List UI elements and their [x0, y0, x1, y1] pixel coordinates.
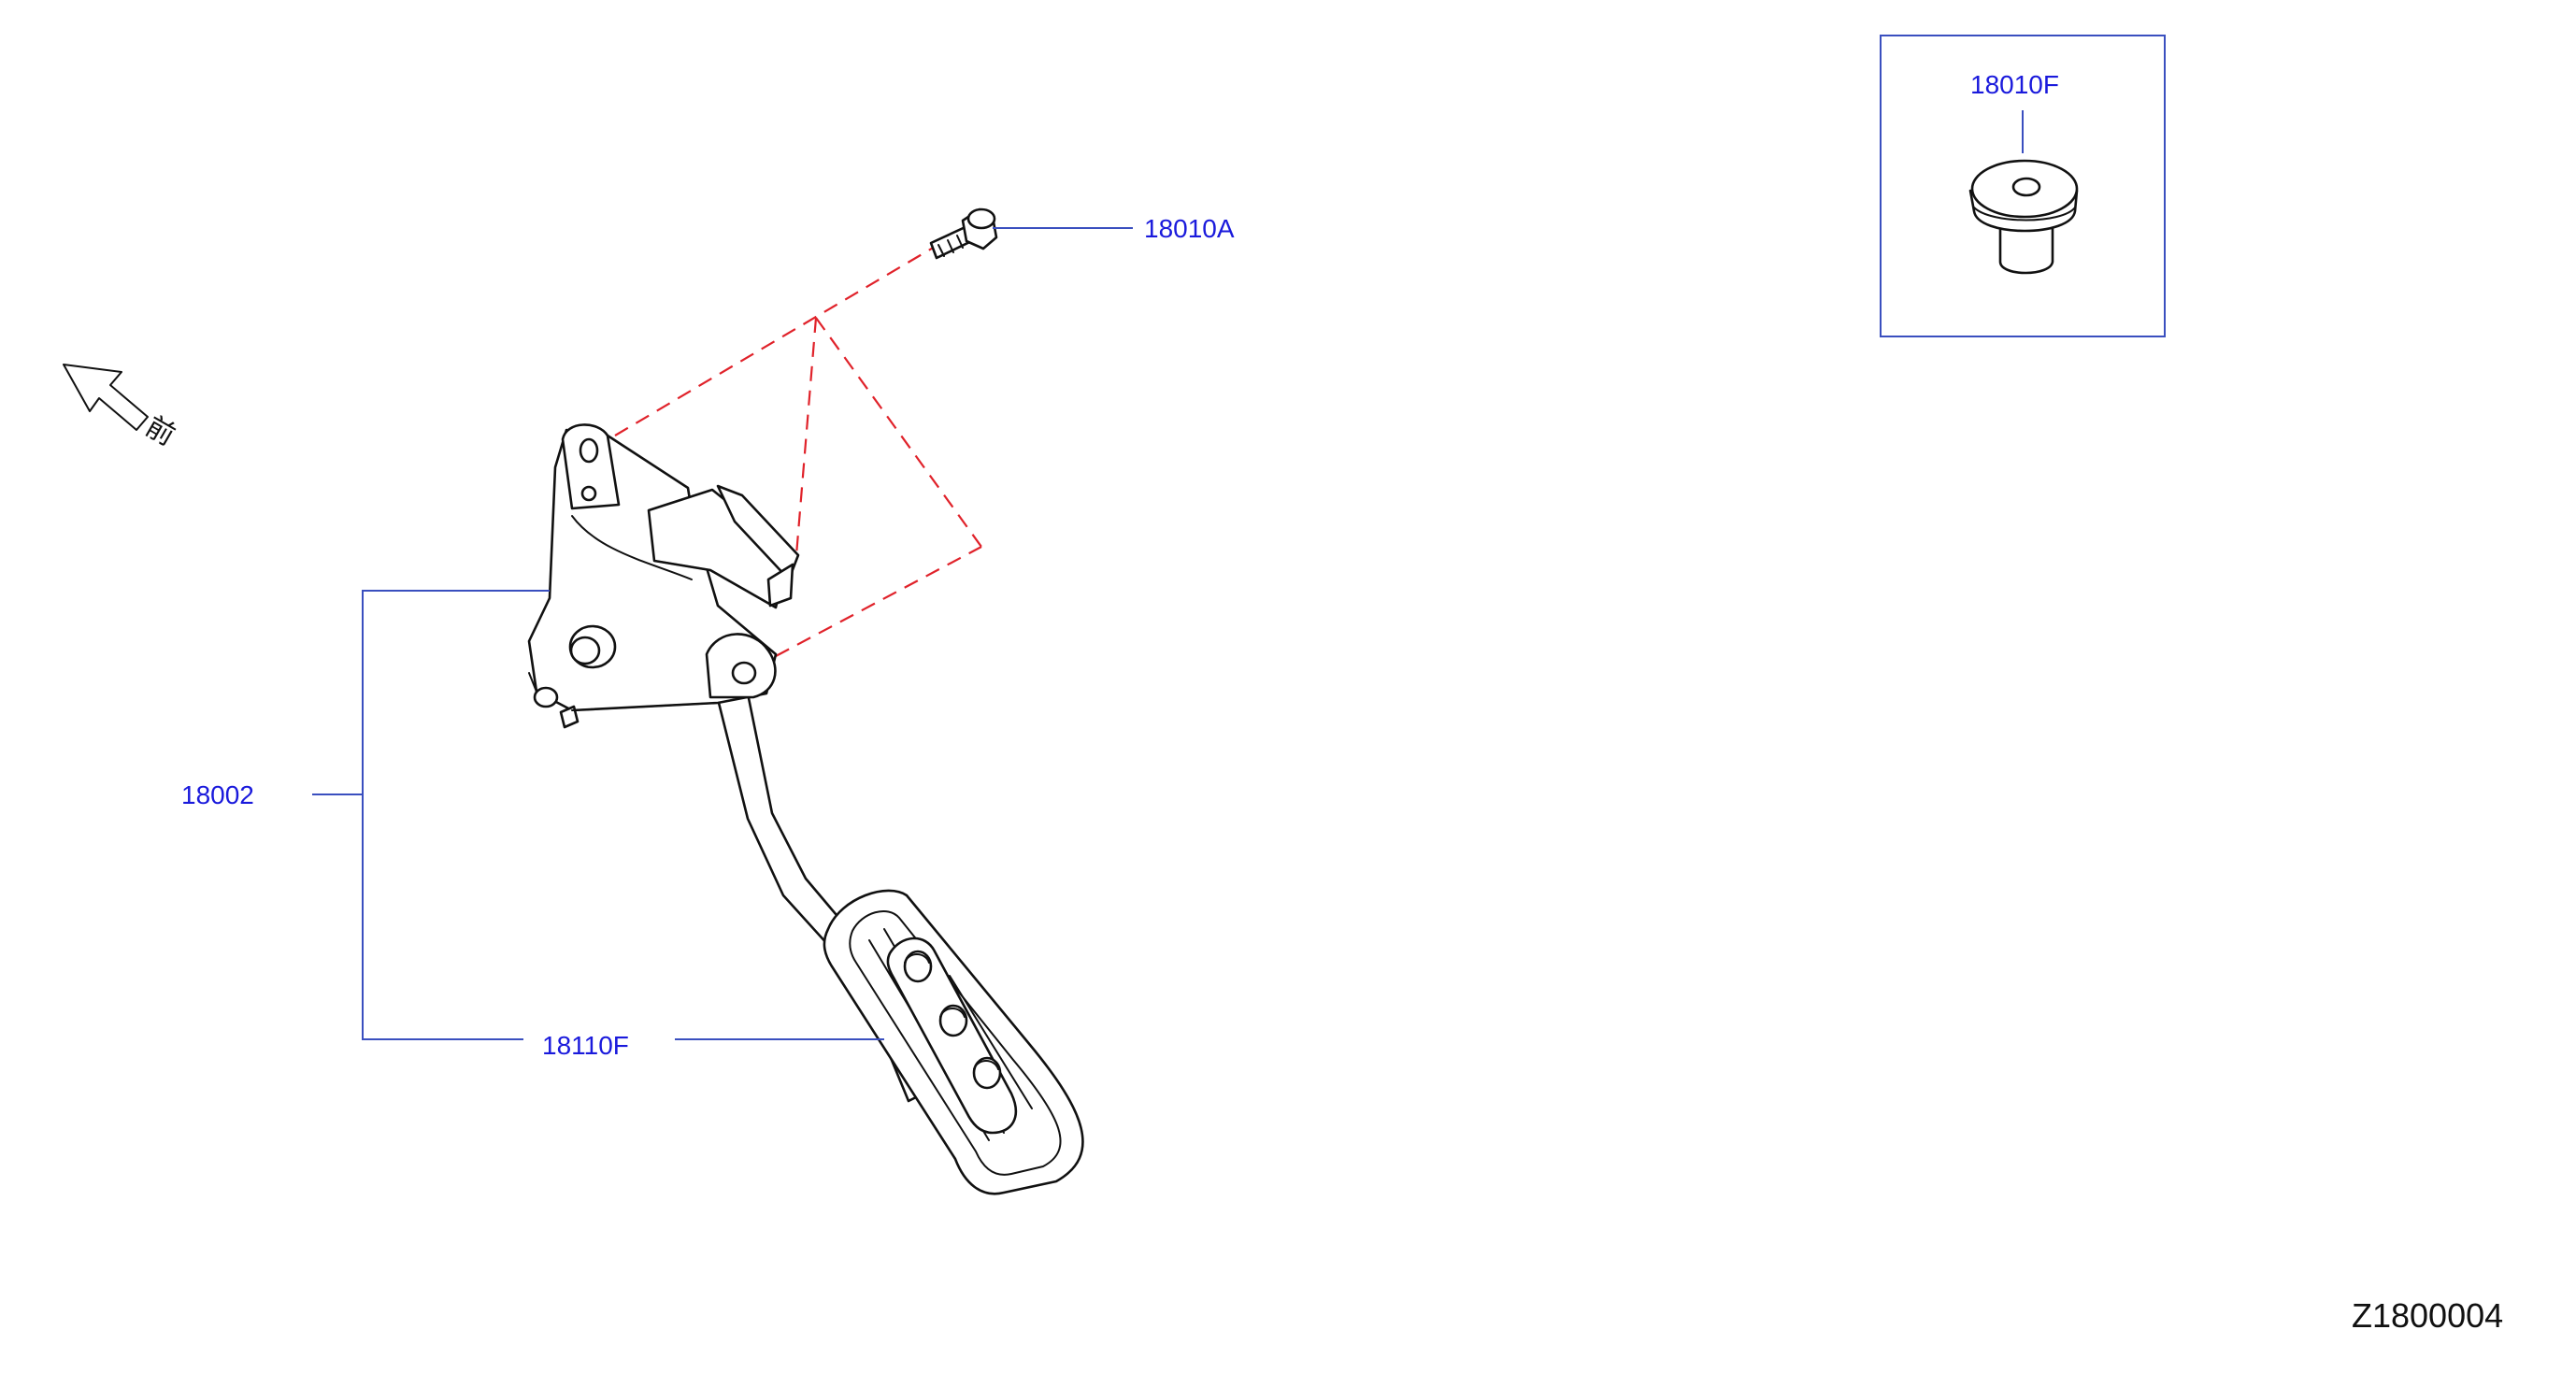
stopper-18010f[interactable] — [1968, 159, 2079, 275]
part-label-18010a[interactable]: 18010A — [1144, 214, 1235, 243]
front-arrow-icon — [63, 364, 149, 431]
front-direction-indicator: 前 — [63, 364, 180, 452]
assembly-lines — [614, 246, 982, 657]
leader-18002-bracket — [362, 590, 550, 1040]
bolt-18010a[interactable] — [929, 207, 998, 260]
diagram-code: Z1800004 — [2352, 1296, 2503, 1335]
stopper-detail-box: 18010F — [1880, 35, 2166, 337]
part-label-18010f[interactable]: 18010F — [1970, 70, 2059, 99]
pedal-pad-18110f[interactable] — [823, 889, 1084, 1195]
part-label-18002[interactable]: 18002 — [181, 780, 254, 809]
accelerator-pedal-assembly[interactable] — [527, 423, 858, 957]
part-label-18110f[interactable]: 18110F — [542, 1031, 629, 1060]
front-direction-label: 前 — [140, 410, 180, 452]
